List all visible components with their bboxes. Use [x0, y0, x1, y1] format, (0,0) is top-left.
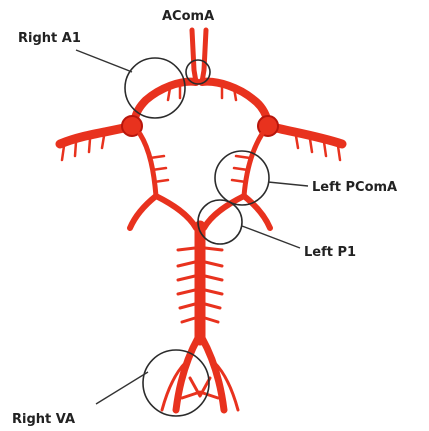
pcoma-branches [150, 156, 250, 182]
right-p1-segment [156, 196, 196, 228]
right-posterior-cerebral-artery [130, 196, 156, 228]
vertebral-branches [162, 362, 238, 410]
left-pcoma-label: Left PComA [312, 180, 397, 195]
right-anterior-cerebral-artery [192, 30, 196, 82]
artery-network [60, 30, 342, 410]
right-vertebral-artery [176, 338, 198, 410]
right-va-leader [96, 372, 148, 404]
left-anterior-cerebral-artery [202, 30, 206, 82]
left-pcoma-leader [268, 182, 308, 186]
left-middle-cerebral-artery [268, 126, 342, 144]
acoma-label: AComA [162, 9, 214, 24]
right-a1-label: Right A1 [18, 31, 81, 46]
left-pcoma [244, 134, 262, 196]
right-pcoma [140, 134, 156, 196]
left-p1-label: Left P1 [304, 245, 356, 260]
right-va-label: Right VA [12, 412, 75, 427]
right-middle-cerebral-artery [60, 126, 132, 144]
right-a1-leader [76, 50, 132, 72]
mca-branches [62, 85, 340, 160]
